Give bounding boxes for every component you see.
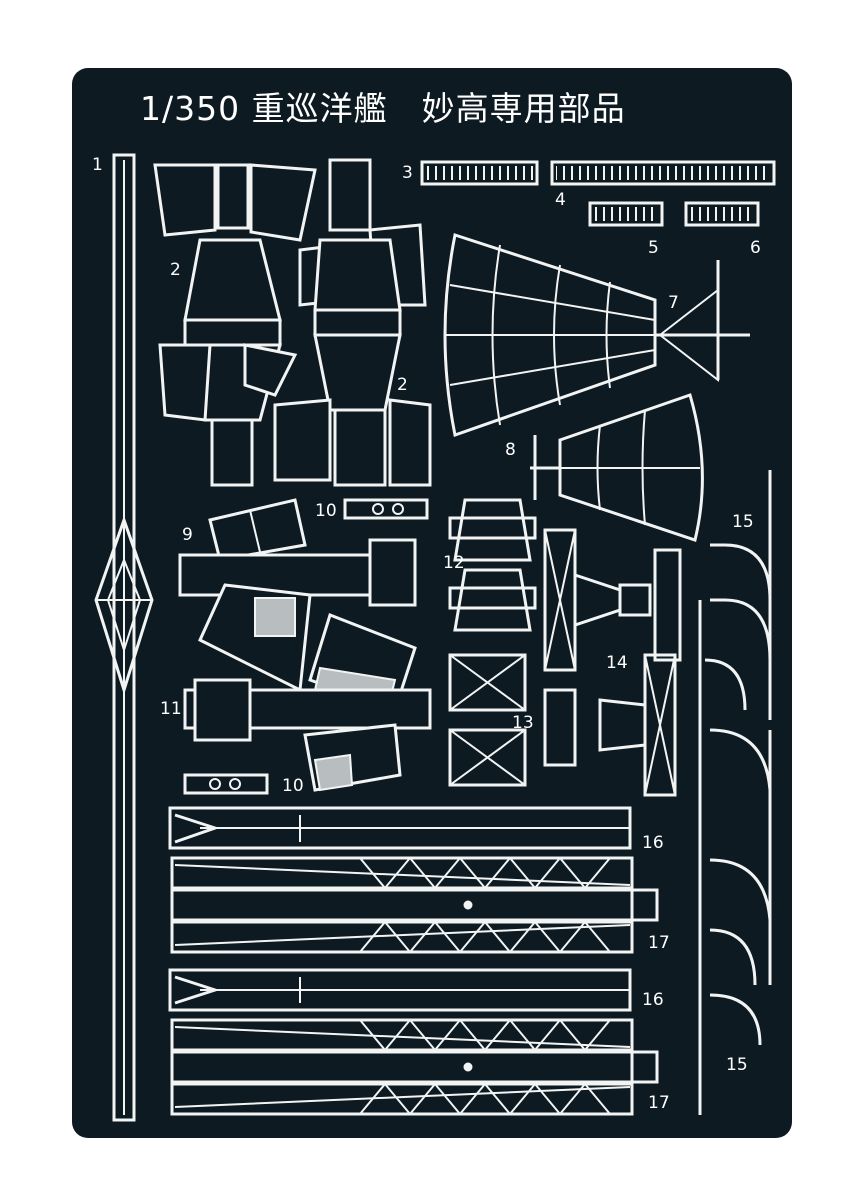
part-15-rail-a [698, 470, 772, 1115]
sheet-title: 1/350 重巡洋艦 妙高専用部品 [140, 89, 626, 128]
part-7-fan-platform [443, 233, 750, 437]
part-10-strip-b [183, 773, 269, 795]
part-10-strip-a [343, 498, 429, 520]
part-2-platform-b [273, 158, 432, 487]
part-13-cage [448, 653, 527, 787]
part-5-ladder [588, 201, 664, 227]
label-part-15a: 15 [732, 512, 754, 532]
part-2-platform-a [153, 163, 317, 487]
label-part-17a: 17 [648, 933, 670, 953]
part-3-ladder [420, 160, 539, 186]
label-part-4: 4 [555, 190, 566, 210]
part-1-mast [94, 153, 154, 1122]
label-part-10b: 10 [282, 776, 304, 796]
label-part-14: 14 [606, 653, 628, 673]
label-part-9: 9 [182, 525, 193, 545]
label-part-6: 6 [750, 238, 761, 258]
part-17-truss-a [170, 856, 659, 954]
part-8-fan-platform [530, 393, 704, 542]
label-part-16a: 16 [642, 833, 664, 853]
part-14-truss [543, 528, 682, 797]
part-16-arm-a [168, 806, 632, 850]
label-part-17b: 17 [648, 1093, 670, 1113]
part-17-truss-b [170, 1018, 659, 1116]
part-12-cage [448, 498, 537, 632]
label-part-1: 1 [92, 155, 103, 175]
part-16-arm-b [168, 968, 632, 1012]
label-part-13: 13 [512, 713, 534, 733]
part-4-ladder [550, 160, 776, 186]
part-15-rail-b [709, 728, 772, 1046]
label-part-10a: 10 [315, 501, 337, 521]
label-part-8: 8 [505, 440, 516, 460]
part-9-structure [178, 498, 417, 693]
part-6-ladder [684, 201, 760, 227]
label-part-11: 11 [160, 699, 182, 719]
label-part-16b: 16 [642, 990, 664, 1010]
label-part-12: 12 [443, 553, 465, 573]
label-part-2b: 2 [397, 375, 408, 395]
label-part-2a: 2 [170, 260, 181, 280]
label-part-5: 5 [648, 238, 659, 258]
label-part-7: 7 [668, 293, 679, 313]
label-part-15b: 15 [726, 1055, 748, 1075]
part-11-structure [183, 613, 432, 792]
label-part-3: 3 [402, 163, 413, 183]
